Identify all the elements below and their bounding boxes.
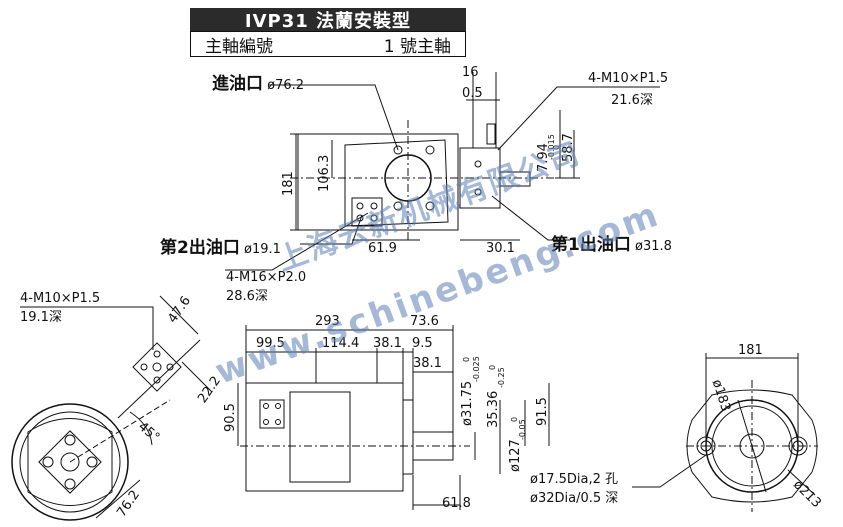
dim-293: 293 — [315, 314, 340, 329]
spindle-box: 主軸編號 1 號主軸 — [190, 31, 466, 57]
right-view — [632, 353, 818, 512]
model-title: IVP31 法蘭安裝型 — [244, 10, 412, 32]
dim-9-5: 9.5 — [412, 336, 433, 351]
outlet2-name: 第2出油口 — [160, 238, 240, 258]
left-depth: 19.1深 — [20, 310, 62, 325]
dim-106-3: 106.3 — [317, 154, 332, 192]
dim-0-5: 0.5 — [462, 86, 483, 101]
dim-91-5: 91.5 — [535, 397, 550, 426]
dim-35-36-tol-low: -0.25 — [497, 367, 506, 388]
dim-31-75-tol-low: -0.025 — [472, 356, 481, 382]
outlet1-dia: ø31.8 — [634, 239, 672, 254]
outlet2-dia: ø19.1 — [243, 242, 281, 257]
inlet-label: 進油口 ø76.2 — [212, 69, 304, 94]
spindle-value: 1 號主軸 — [383, 36, 451, 57]
outlet1-name: 第1出油口 — [551, 235, 631, 255]
hole-label-1: ø17.5Dia,2 孔 — [530, 472, 619, 487]
dim-114-4: 114.4 — [322, 336, 360, 351]
dim-73-6: 73.6 — [410, 314, 439, 329]
dim-127-tol-low: -0.05 — [518, 419, 527, 440]
dim-35-36: 35.36 — [486, 390, 501, 428]
dim-181-top: 181 — [281, 171, 296, 196]
dim-90-5: 90.5 — [223, 403, 238, 432]
inlet-dia: ø76.2 — [267, 78, 305, 93]
hole-label-2: ø32Dia/0.5 深 — [530, 491, 619, 506]
inlet-name: 進油口 — [212, 74, 263, 94]
dim-30-1: 30.1 — [486, 241, 515, 256]
dim-181-right: 181 — [738, 343, 763, 358]
title-bar: IVP31 法蘭安裝型 — [190, 8, 466, 32]
thread2-depth: 28.6深 — [226, 289, 268, 304]
dim-61-8: 61.8 — [442, 496, 471, 511]
thread1-depth: 21.6深 — [611, 93, 653, 108]
thread1-label: 4-M10×P1.5 — [588, 71, 669, 86]
thread2-label: 4-M16×P2.0 — [226, 270, 307, 285]
dim-31-75: ø31.75 — [460, 380, 475, 426]
left-thread: 4-M10×P1.5 — [20, 291, 101, 306]
spindle-label: 主軸編號 — [205, 36, 273, 57]
dim-16: 16 — [462, 65, 479, 80]
top-view — [225, 72, 660, 271]
dim-61-9: 61.9 — [368, 241, 397, 256]
left-view — [11, 295, 213, 521]
outlet2-label: 第2出油口 ø19.1 — [160, 233, 281, 258]
dim-127: ø127 — [508, 439, 523, 472]
dim-38-1b: 38.1 — [413, 356, 442, 371]
dim-38-1a: 38.1 — [373, 336, 402, 351]
side-view — [237, 325, 550, 510]
outlet1-label: 第1出油口 ø31.8 — [551, 230, 672, 255]
dim-99-5: 99.5 — [256, 336, 285, 351]
